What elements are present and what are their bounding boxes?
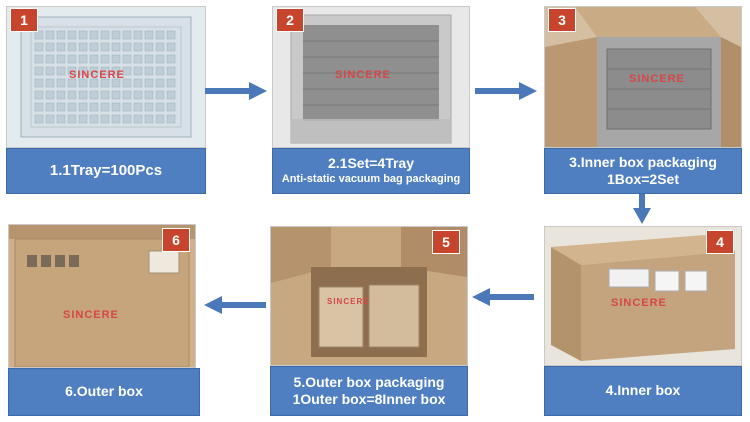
step-3-caption: 3.Inner box packaging 1Box=2Set	[544, 148, 742, 194]
step-4-badge: 4	[706, 230, 734, 254]
step-3-caption-line2: 1Box=2Set	[607, 171, 679, 187]
step-6-watermark: SINCERE	[63, 309, 119, 321]
step-5-caption: 5.Outer box packaging 1Outer box=8Inner …	[270, 366, 468, 416]
step-6-caption: 6.Outer box	[8, 368, 200, 416]
step-3-badge: 3	[548, 8, 576, 32]
arrow-right-2-icon	[475, 82, 537, 100]
step-4-watermark: SINCERE	[611, 297, 667, 309]
step-1-badge: 1	[10, 8, 38, 32]
step-3-watermark: SINCERE	[629, 73, 685, 85]
step-1-caption-line1: 1.1Tray=100Pcs	[49, 161, 163, 179]
step-2-caption-line1: 2.1Set=4Tray	[327, 155, 414, 172]
step-6-badge: 6	[162, 228, 190, 252]
step-4-caption-line1: 4.Inner box	[605, 382, 681, 399]
step-6-caption-line1: 6.Outer box	[65, 383, 143, 400]
arrow-right-1-icon	[205, 82, 267, 100]
arrow-left-2-icon	[204, 296, 266, 314]
step-3-caption-line1: 3.Inner box packaging	[569, 153, 717, 170]
step-4-caption: 4.Inner box	[544, 366, 742, 416]
step-2-badge: 2	[276, 8, 304, 32]
step-5-caption-line2: 1Outer box=8Inner box	[292, 391, 446, 407]
step-1-caption: 1.1Tray=100Pcs	[6, 148, 206, 194]
step-1-watermark: SINCERE	[69, 69, 125, 81]
vacuum-bag-image	[273, 7, 469, 147]
step-2-watermark: SINCERE	[335, 69, 391, 81]
step-4-photo: SINCERE	[544, 226, 742, 366]
step-5-badge: 5	[432, 230, 460, 254]
step-5-caption-line1: 5.Outer box packaging	[293, 373, 445, 390]
tray-image	[7, 7, 205, 147]
arrow-down-icon	[633, 194, 651, 224]
inner-box-open-image	[545, 7, 741, 147]
step-1-photo: SINCERE	[6, 6, 206, 148]
step-2-caption-line2: Anti-static vacuum bag packaging	[281, 172, 461, 185]
step-5-watermark: SINCERE	[327, 297, 370, 306]
step-2-caption: 2.1Set=4Tray Anti-static vacuum bag pack…	[272, 148, 470, 194]
step-3-photo: SINCERE	[544, 6, 742, 148]
arrow-left-1-icon	[472, 288, 534, 306]
step-2-photo: SINCERE	[272, 6, 470, 148]
